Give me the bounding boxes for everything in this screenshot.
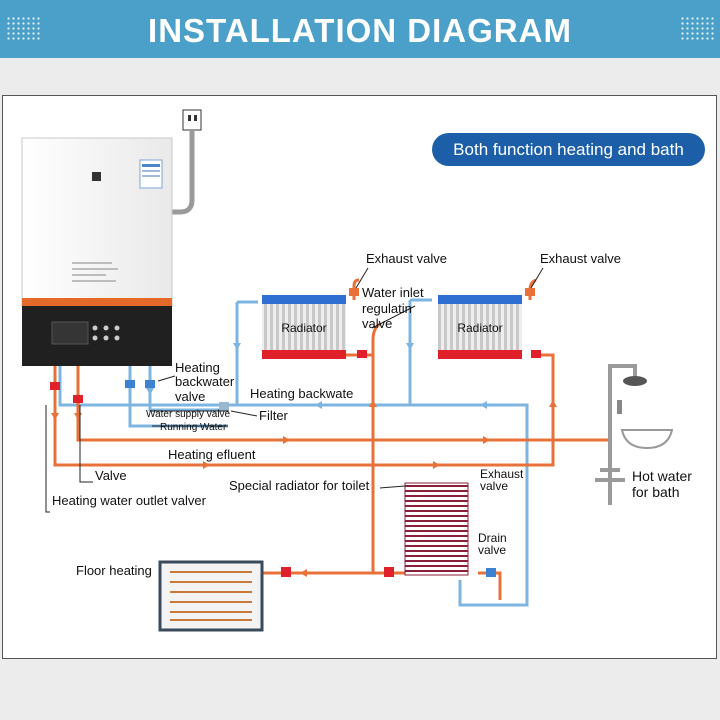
power-cable — [172, 130, 195, 215]
label-heating-backwater-valve: backwater — [175, 374, 235, 389]
label-exhaust-valve: valve — [480, 479, 508, 493]
label-heating-water-outlet: Heating water outlet valver — [52, 493, 207, 508]
wall-boiler — [21, 137, 173, 366]
flow-arrows-cold — [146, 343, 487, 409]
label-valve: Valve — [95, 468, 127, 483]
label-drain-valve: valve — [478, 543, 506, 557]
toilet-radiator — [404, 482, 469, 576]
label-hot-water: for bath — [632, 484, 679, 500]
valve-icons — [50, 288, 541, 577]
leader-lines — [45, 267, 544, 513]
label-hot-water: Hot water — [632, 468, 692, 484]
shower-icon — [595, 364, 637, 490]
radiator-2 — [438, 295, 522, 359]
label-running-water: Running Water — [160, 422, 227, 433]
label-exhaust-valve: Exhaust valve — [540, 251, 621, 266]
shower-head-icon — [623, 376, 647, 386]
radiator-label: Radiator — [281, 321, 326, 335]
label-special-radiator: Special radiator for toilet — [229, 478, 370, 493]
label-water-inlet: regulatin — [362, 301, 412, 316]
label-filter: Filter — [259, 408, 289, 423]
label-heating-backwater-valve: valve — [175, 389, 205, 404]
label-exhaust-valve: Exhaust — [480, 467, 524, 481]
label-heating-effluent: Heating efluent — [168, 447, 256, 462]
title-banner: INSTALLATION DIAGRAM — [0, 0, 720, 58]
radiator-1 — [262, 295, 346, 359]
label-water-inlet: valve — [362, 316, 392, 331]
decor-dots-left — [6, 16, 42, 40]
label-heating-backwater-valve: Heating — [175, 360, 220, 375]
label-heating-backwater: Heating backwate — [250, 386, 353, 401]
decor-dots-right — [680, 16, 716, 40]
label-water-inlet: Water inlet — [362, 285, 424, 300]
filter-icon — [219, 402, 229, 410]
basin-icon — [620, 429, 674, 450]
flow-arrows-hot — [51, 400, 557, 577]
brand-logo-icon — [92, 172, 101, 181]
function-badge: Both function heating and bath — [432, 133, 705, 166]
page-title: INSTALLATION DIAGRAM — [148, 12, 572, 49]
label-water-supply-valve: Water supply valve — [146, 409, 231, 420]
label-drain-valve: Drain — [478, 531, 507, 545]
label-floor-heating: Floor heating — [76, 563, 152, 578]
label-exhaust-valve: Exhaust valve — [366, 251, 447, 266]
floor-heating-coil — [158, 560, 264, 632]
radiator-label: Radiator — [457, 321, 502, 335]
power-socket-icon — [182, 109, 202, 131]
